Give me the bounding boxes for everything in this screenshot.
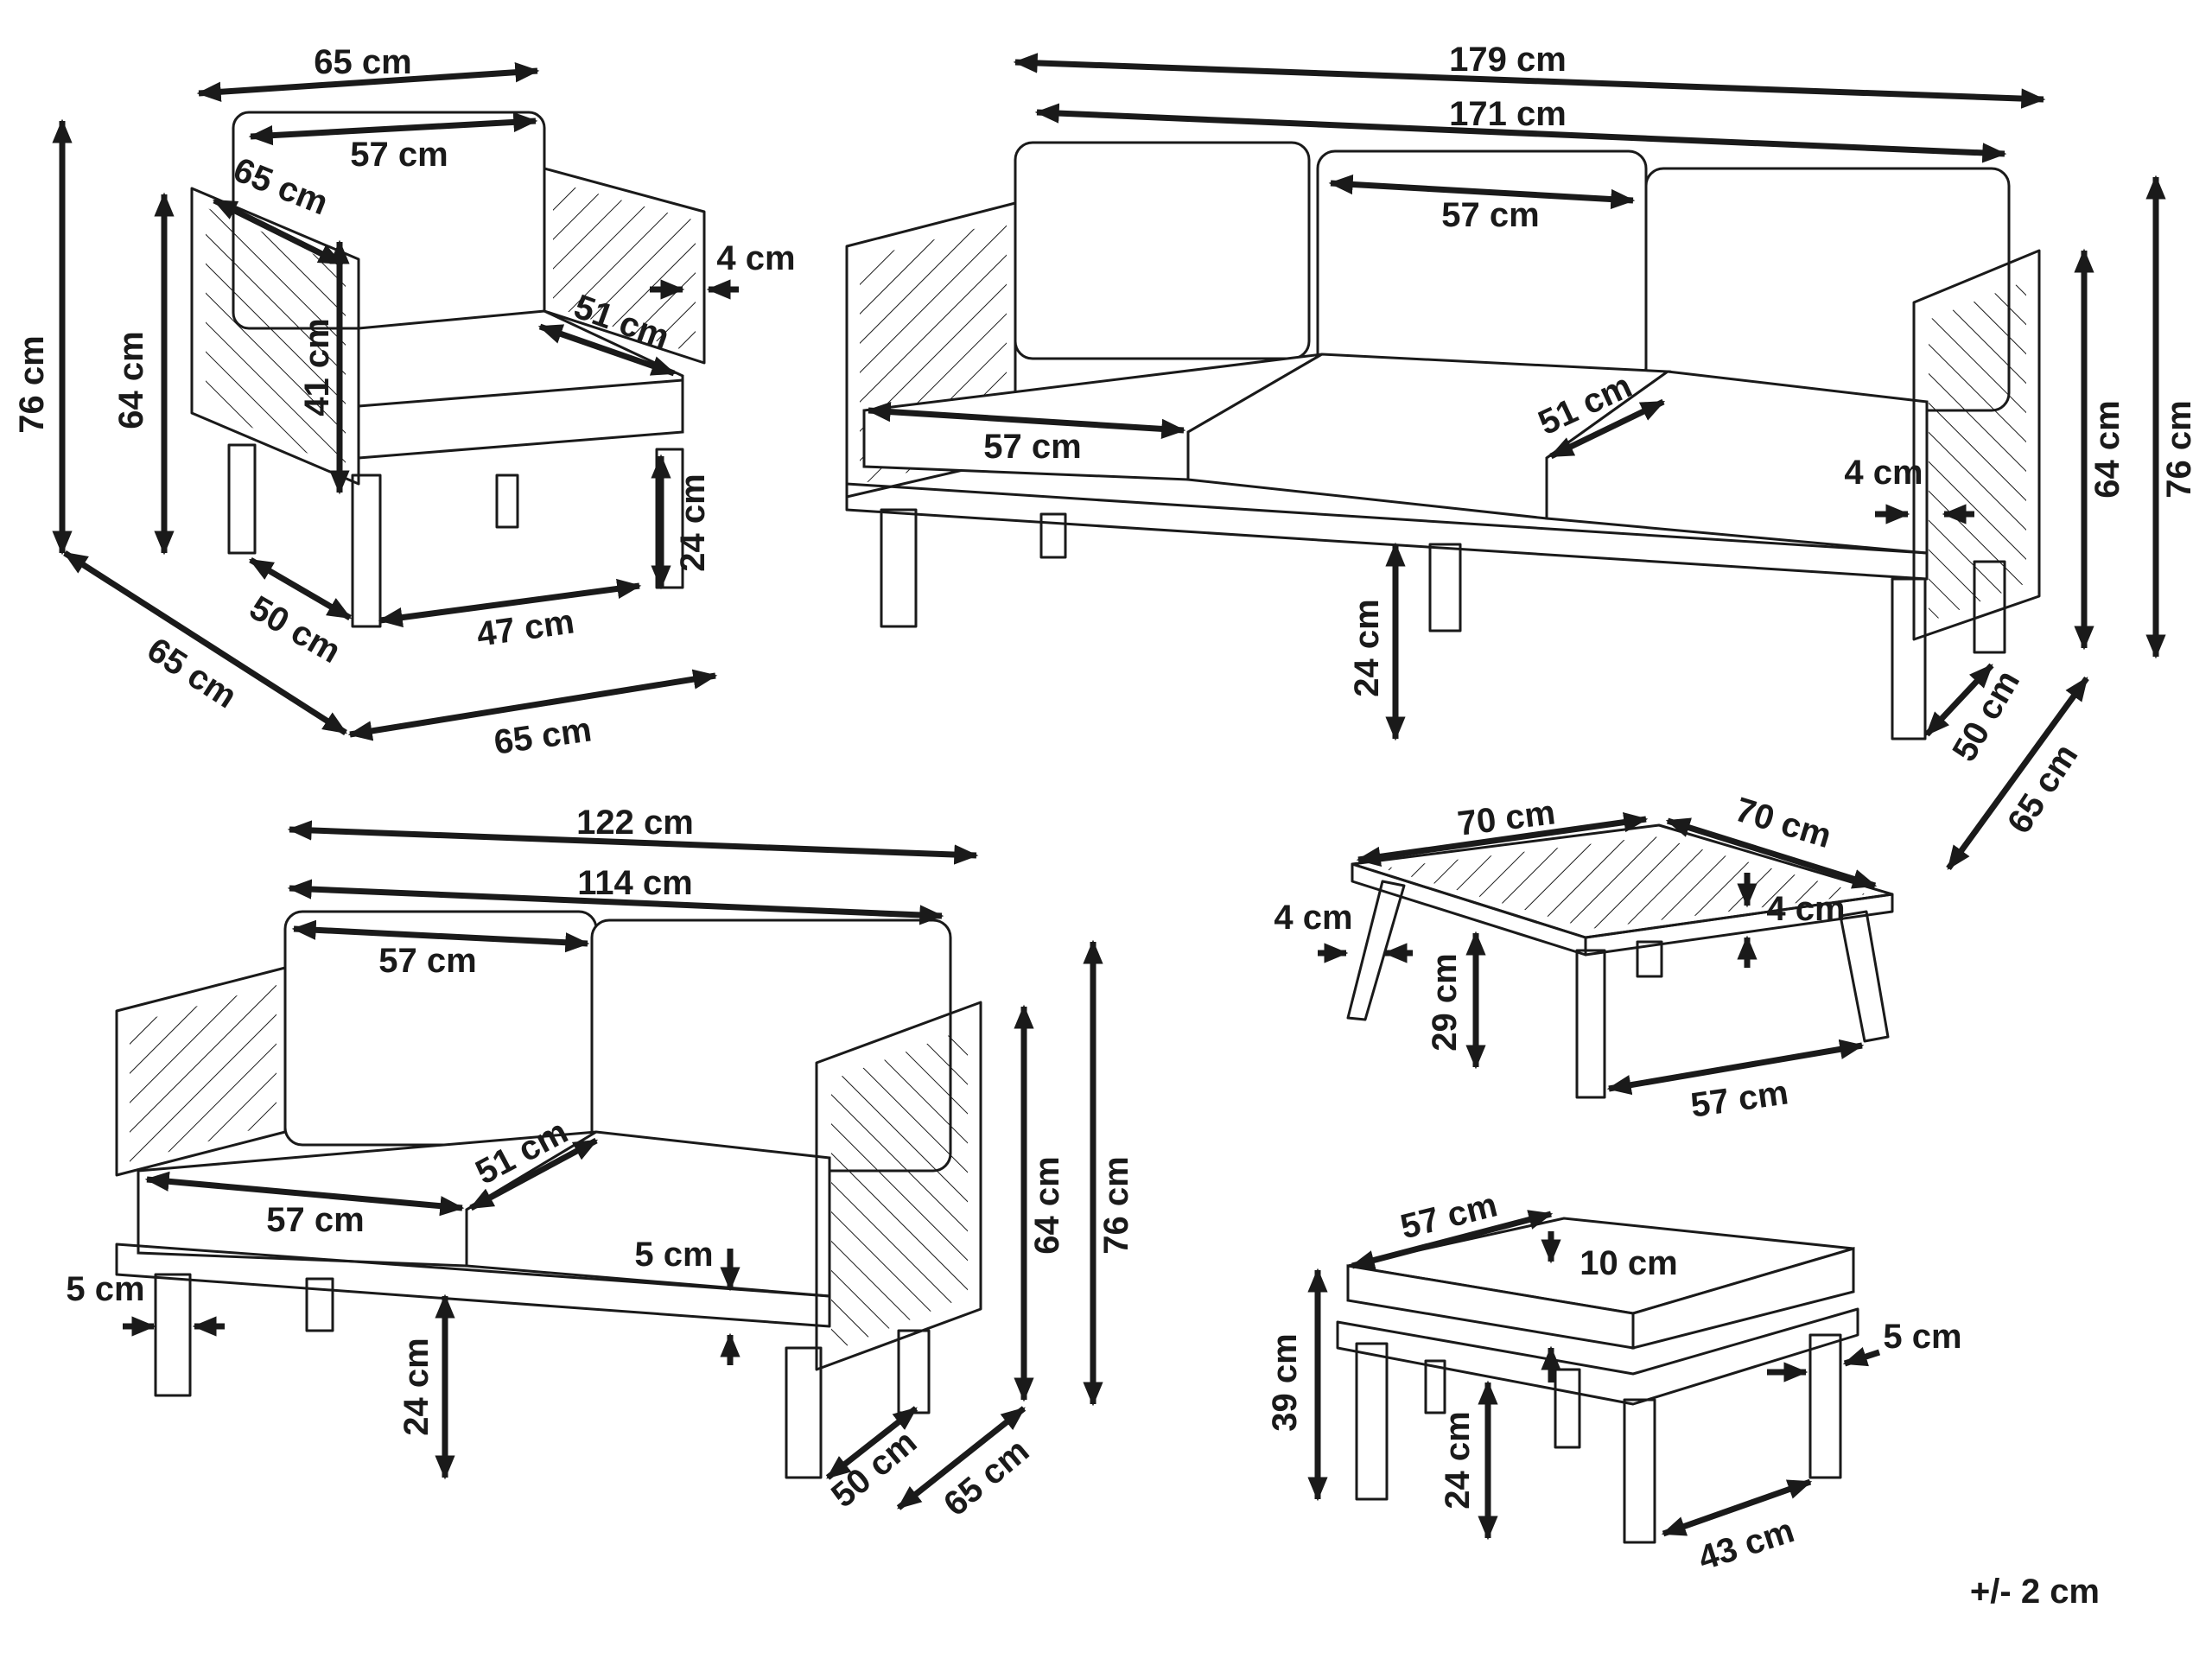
armchair-leg-height-label: 24 cm [674,474,712,571]
table-top-thickness-label: 4 cm [1766,890,1845,928]
sofa3-back-cushion-label: 57 cm [1441,196,1539,234]
sofa-2-seat: 122 cm 114 cm 57 cm 51 cm 57 cm 5 cm 5 c… [66,804,1135,1523]
armchair-width-total-label: 65 cm [314,43,411,81]
sofa2-depth-total-label: 65 cm [937,1432,1036,1524]
armchair-width-base-label: 65 cm [492,710,594,761]
sofa-3-seat: 179 cm 171 cm 57 cm 57 cm 51 cm 4 cm 24 … [845,41,2198,871]
sofa3-depth-total-label: 65 cm [2000,737,2086,840]
sofa3-width-total-label: 179 cm [1449,41,1567,79]
armchair-height-total-label: 76 cm [13,335,51,433]
table-leg-thickness-label: 4 cm [1274,899,1352,937]
sofa3-armrest-height-label: 64 cm [2088,400,2126,498]
sofa2-armrest-height-label: 64 cm [1028,1156,1066,1254]
sofa3-armrest-thickness-label: 4 cm [1844,454,1923,492]
sofa2-leg-height-label: 24 cm [397,1338,435,1435]
ottoman-leg-thickness-label: 5 cm [1883,1318,1961,1356]
sofa2-leg-thickness-label: 5 cm [66,1270,144,1308]
tolerance-note: +/- 2 cm [1970,1573,2100,1611]
armchair-backrest-height-label: 41 cm [298,318,336,416]
ottoman: 57 cm 10 cm 5 cm 39 cm 24 cm 43 cm [1266,1185,1962,1578]
armchair-armrest-thickness-label: 4 cm [716,239,795,277]
sofa2-width-total-label: 122 cm [576,804,694,842]
armchair-seat-width-label: 47 cm [474,602,576,653]
sofa2-seat-cushion-label: 57 cm [266,1201,364,1239]
sofa3-seat-cushion-label: 57 cm [983,428,1081,466]
coffee-table: 70 cm 70 cm 4 cm 4 cm 29 cm 57 cm [1274,791,1894,1125]
armchair-inner-depth-label: 50 cm [243,588,346,671]
sofa2-back-cushion-label: 57 cm [378,942,476,980]
sofa2-height-total-label: 76 cm [1097,1156,1135,1254]
sofa2-right-armrest [815,1001,982,1371]
sofa3-inner-depth-label: 50 cm [1945,664,2027,767]
ottoman-leg-span-label: 43 cm [1694,1511,1798,1578]
sofa3-right-armrest [1912,249,2041,641]
table-leg-span-label: 57 cm [1688,1073,1790,1124]
sofa3-back-cushion-left [1014,141,1311,360]
ottoman-cushion-thickness-label: 10 cm [1580,1244,1677,1282]
armchair: 65 cm 57 cm 65 cm 51 cm 41 cm 4 cm 76 cm… [13,43,796,762]
sofa2-width-inner-label: 114 cm [577,864,692,902]
sofa3-height-total-label: 76 cm [2160,400,2198,498]
table-height-label: 29 cm [1426,953,1464,1051]
ottoman-leg-height-label: 24 cm [1439,1411,1477,1509]
armchair-armrest-height-label: 64 cm [112,331,150,429]
sofa3-leg-height-label: 24 cm [1348,599,1386,696]
armchair-depth-base-label: 65 cm [141,631,244,716]
sofa2-frame-thickness-label: 5 cm [634,1236,713,1274]
armchair-backrest-width-label: 57 cm [350,136,448,174]
ottoman-height-label: 39 cm [1266,1333,1304,1431]
sofa3-width-inner-label: 171 cm [1449,95,1567,133]
